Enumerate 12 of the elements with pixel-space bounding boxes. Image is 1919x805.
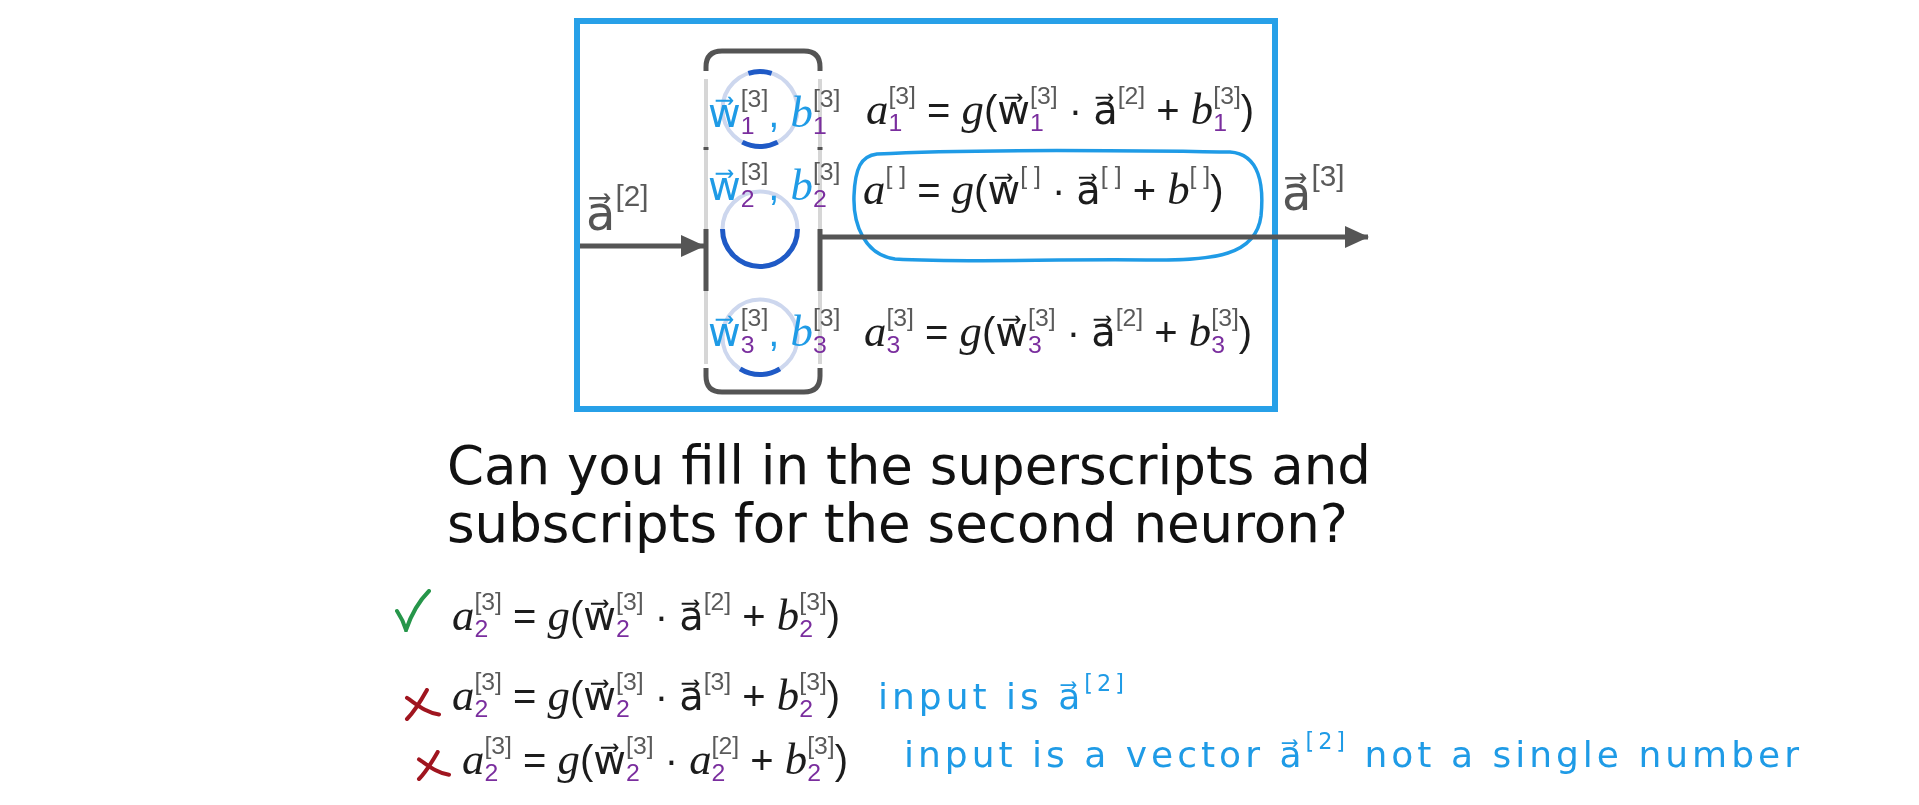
- equation: a$_{2}$$^{[3]}$ = g(w⃗$_{2}$$^{[3]}$ · a⃗$^{[3]}$ + b$_{2}$$^{[3]}$): [452, 668, 841, 723]
- arrow: [580, 235, 705, 257]
- arrow: [822, 226, 1369, 248]
- equation: a$_{3}$$^{[3]}$ = g(w⃗$_{3}$$^{[3]}$ · a⃗$^{[2]}$ + b$_{3}$$^{[3]}$): [864, 304, 1253, 359]
- handwritten-note: input is a vector a⃗$^{[2]}$ not a single number: [904, 728, 1803, 777]
- equation: a$^{[ ]}$ = g(w⃗$^{[ ]}$ · a⃗$^{[ ]}$ + b$^{[ ]}$): [863, 162, 1224, 215]
- equation: a$_{2}$$^{[3]}$ = g(w⃗$_{2}$$^{[3]}$ · a⃗$^{[2]}$ + b$_{2}$$^{[3]}$): [452, 588, 841, 643]
- layer-frame: [574, 18, 1278, 412]
- equation: a$_{1}$$^{[3]}$ = g(w⃗$_{1}$$^{[3]}$ · a⃗$^{[2]}$ + b$_{1}$$^{[3]}$): [866, 82, 1255, 137]
- question-text: Can you fill in the superscripts and subscripts for the second neuron?: [447, 437, 1372, 553]
- handwritten-note: input is a⃗$^{[2]}$: [878, 670, 1128, 719]
- equation: a$_{2}$$^{[3]}$ = g(w⃗$_{2}$$^{[3]}$ · a$_{2}$$^{[2]}$ + b$_{2}$$^{[3]}$): [462, 732, 849, 787]
